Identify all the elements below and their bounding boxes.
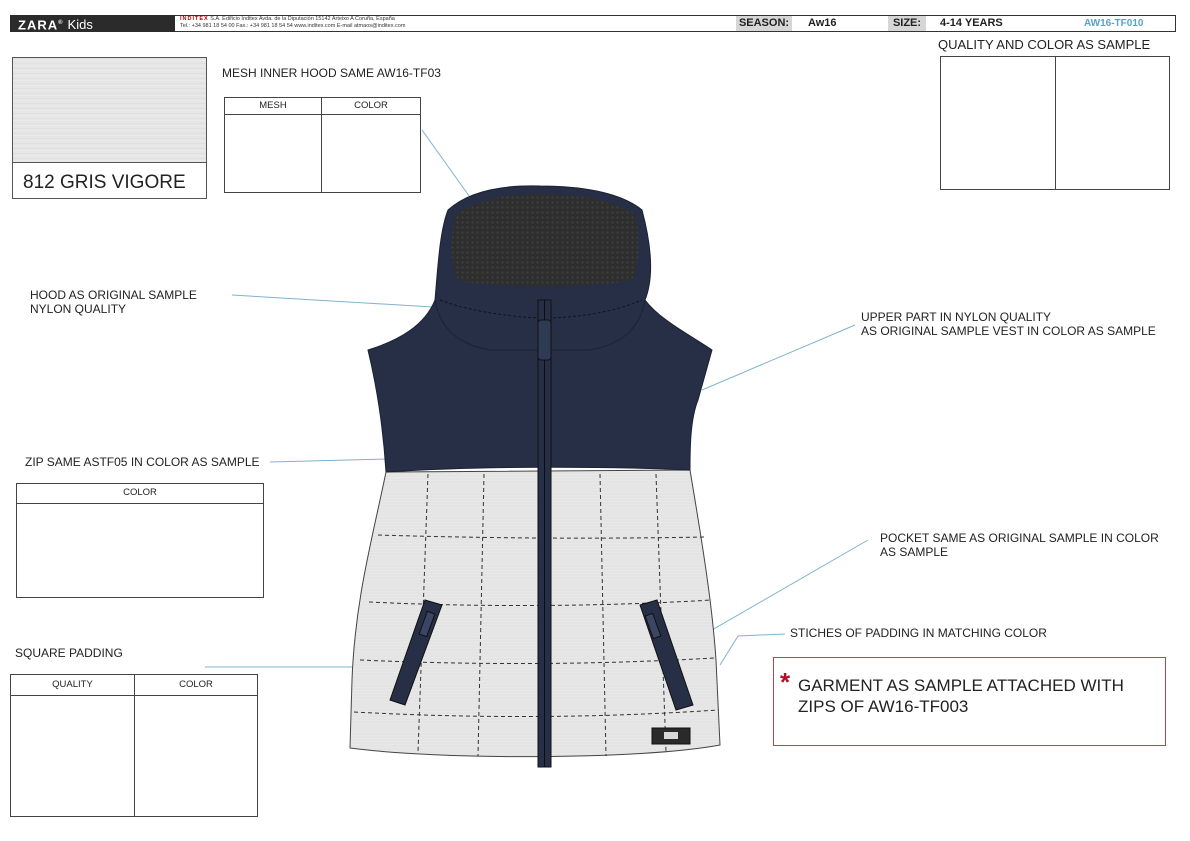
hood-mesh (451, 194, 639, 286)
zip-puller-icon (537, 319, 552, 361)
upper-part-note: UPPER PART IN NYLON QUALITY AS ORIGINAL … (861, 310, 1156, 338)
quality-color-table (940, 56, 1170, 190)
padding-color-col-header: COLOR (179, 679, 213, 690)
padding-note: SQUARE PADDING (15, 646, 123, 660)
fabric-swatch: 812 GRIS VIGORE (12, 57, 207, 199)
padding-table: QUALITY COLOR (10, 674, 258, 817)
right-pocket-puller-icon (644, 612, 662, 640)
zip-color-table: COLOR (16, 483, 264, 598)
mesh-col-header: MESH (259, 100, 287, 111)
size-label: SIZE: (888, 16, 926, 31)
company-info: INDITEX S.A. Edificio Inditex Avda. de l… (180, 16, 406, 29)
zara-kids-logo: ZARA®Kids (10, 15, 175, 32)
swatch-label: 812 GRIS VIGORE (23, 172, 186, 193)
left-pocket-puller-icon (418, 610, 436, 638)
mesh-note: MESH INNER HOOD SAME AW16-TF03 (222, 66, 441, 80)
mesh-color-col-header: COLOR (354, 100, 388, 111)
reference-code: AW16-TF010 (1084, 18, 1144, 29)
season-value: Aw16 (808, 17, 837, 29)
stitches-leader (719, 633, 786, 666)
upper-leader (701, 324, 856, 391)
quality-col-header: QUALITY (52, 679, 93, 690)
pocket-note: POCKET SAME AS ORIGINAL SAMPLE IN COLOR … (880, 531, 1159, 559)
zip-color-col-header: COLOR (123, 487, 157, 498)
hood-note: HOOD AS ORIGINAL SAMPLE NYLON QUALITY (30, 288, 197, 316)
leader-lines (205, 129, 869, 668)
mesh-table: MESH COLOR (224, 97, 421, 193)
swatch-texture (13, 58, 206, 163)
mesh-leader (421, 129, 473, 201)
stitches-note: STICHES OF PADDING IN MATCHING COLOR (790, 626, 1047, 640)
warning-box: * GARMENT AS SAMPLE ATTACHED WITH ZIPS O… (773, 657, 1166, 746)
quality-color-note: QUALITY AND COLOR AS SAMPLE (938, 37, 1151, 52)
hood-leader (231, 294, 434, 308)
zip-leader (269, 458, 389, 463)
season-label: SEASON: (736, 16, 792, 31)
asterisk-icon: * (780, 667, 791, 697)
inditex-brand: INDITEX (180, 16, 209, 22)
warning-text: GARMENT AS SAMPLE ATTACHED WITH ZIPS OF … (798, 676, 1124, 716)
size-value: 4-14 YEARS (940, 17, 1003, 29)
zip-note: ZIP SAME ASTF05 IN COLOR AS SAMPLE (25, 455, 260, 469)
